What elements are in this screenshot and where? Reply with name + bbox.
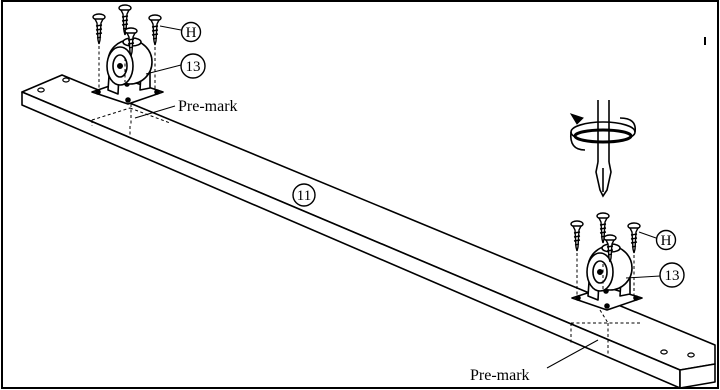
board-top-face — [21, 74, 716, 371]
board-callout: 11 — [297, 188, 311, 204]
screw-callout-circle — [180, 21, 202, 43]
screw-icon — [92, 13, 106, 45]
screw-icon — [627, 222, 641, 254]
screw-callout-circle — [655, 229, 677, 251]
caster-callout-circle — [659, 262, 685, 288]
board-callout-circle — [292, 183, 316, 207]
screw-icon — [124, 27, 138, 57]
screw-icon — [596, 212, 610, 244]
screw-guide-lines-right — [576, 253, 635, 296]
premark-zone-left — [91, 107, 171, 136]
leader-line — [145, 64, 182, 75]
leader-line — [546, 339, 599, 369]
rotation-arrow-icon — [569, 113, 637, 151]
wooden-board — [21, 74, 716, 389]
premark-label-top: Pre-mark — [178, 98, 238, 115]
leader-line — [638, 231, 657, 239]
screwdriver-icon — [595, 100, 612, 198]
board-front-face — [21, 91, 681, 389]
leader-line — [625, 275, 661, 279]
board-end-face — [679, 363, 716, 389]
screw-guide-lines-left — [98, 46, 156, 126]
screw-icon — [570, 220, 584, 252]
caster-wheel-icon — [91, 37, 164, 105]
board-hole — [660, 349, 668, 355]
caster-callout-circle — [180, 53, 206, 79]
screw-callout-bottom: H — [661, 233, 672, 249]
caster-callout-top: 13 — [186, 59, 201, 75]
board-hole — [62, 77, 70, 83]
leader-line — [134, 105, 176, 119]
premark-zone-right — [570, 309, 640, 356]
board-hole — [37, 87, 45, 93]
screw-icon — [603, 234, 617, 263]
screw-icon — [148, 14, 162, 46]
leader-line — [159, 25, 182, 31]
premark-label-bottom: Pre-mark — [470, 367, 530, 384]
board-hole — [687, 352, 695, 358]
caster-callout-bottom: 13 — [665, 268, 680, 284]
caster-wheel-icon — [571, 243, 643, 311]
screw-callout-top: H — [186, 25, 197, 41]
